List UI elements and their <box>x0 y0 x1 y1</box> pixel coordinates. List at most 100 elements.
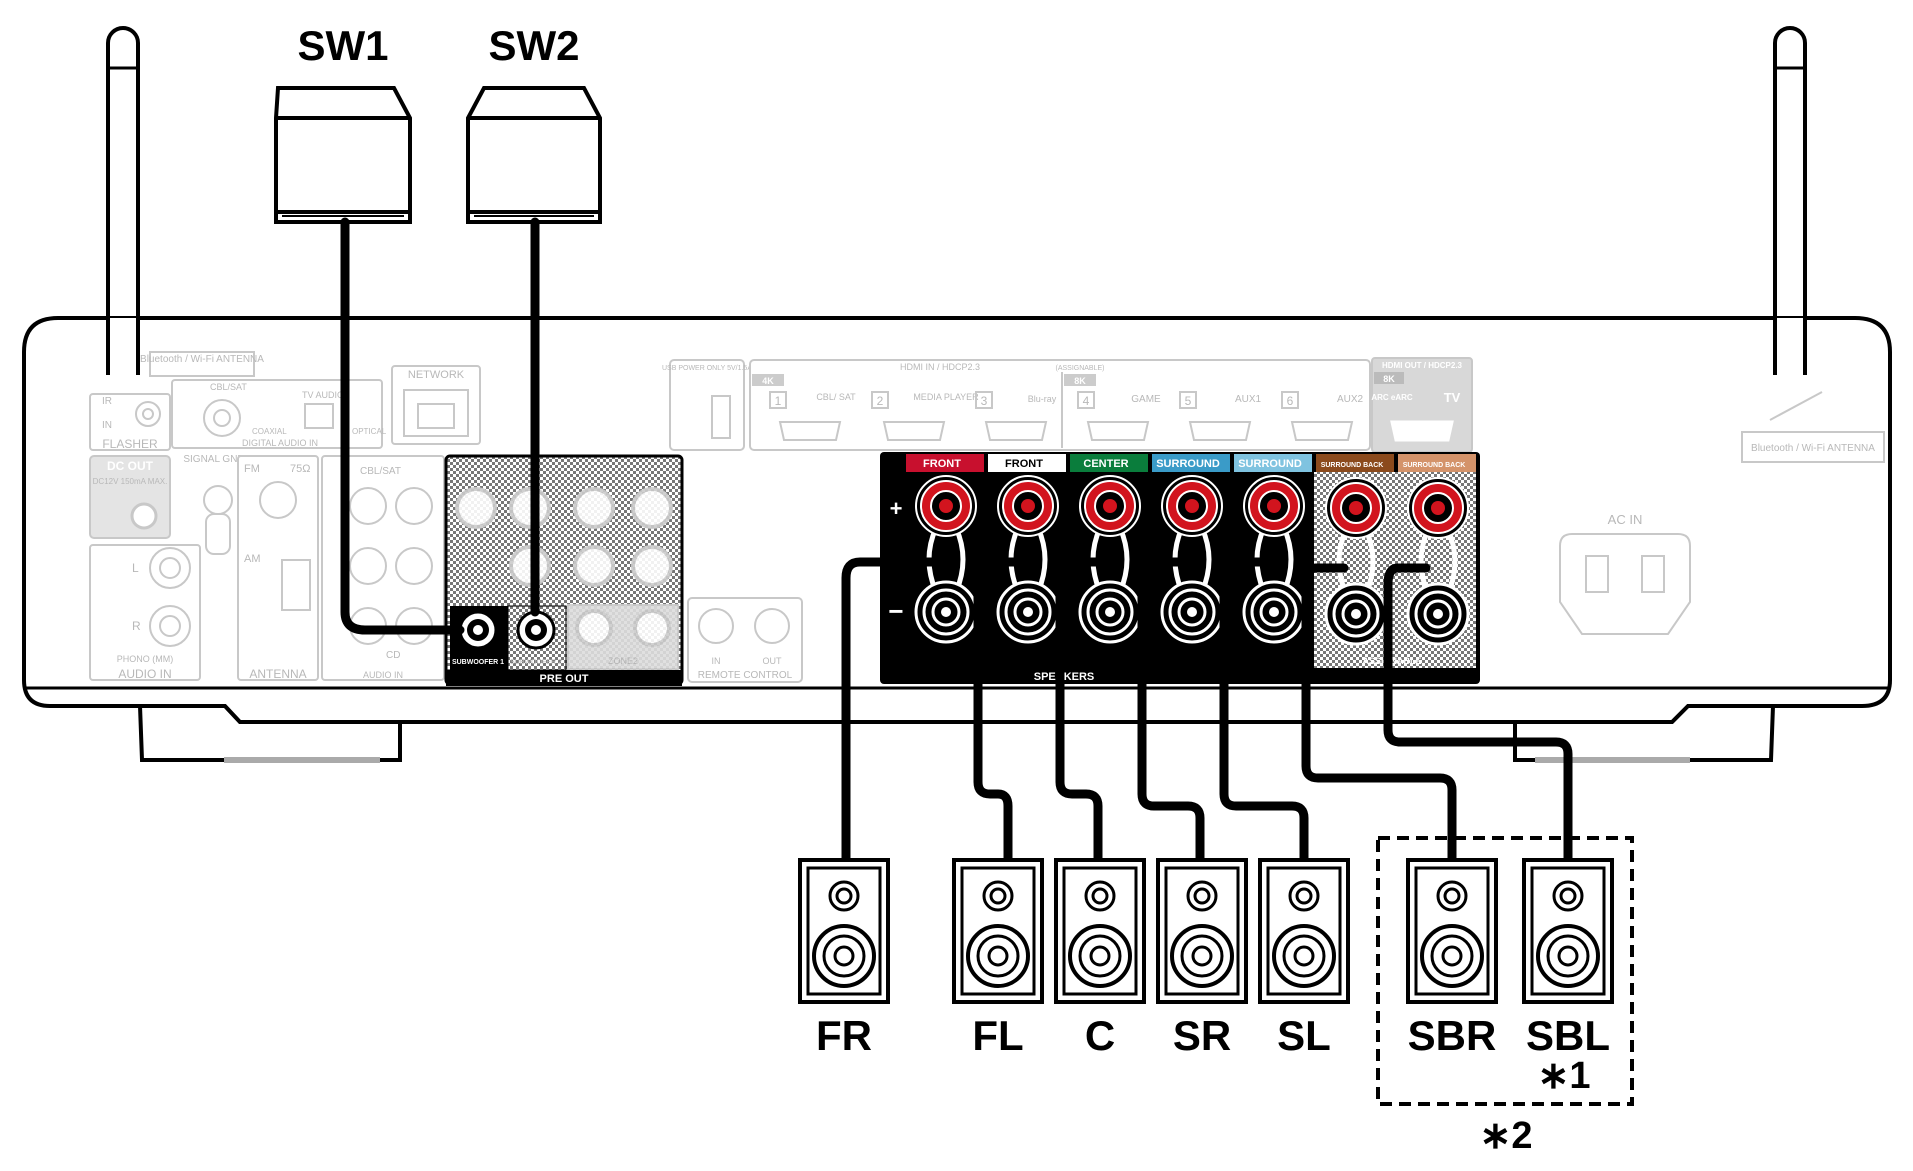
svg-text:−: − <box>888 596 903 626</box>
svg-text:Blu-ray: Blu-ray <box>1028 394 1057 404</box>
svg-text:PRE OUT: PRE OUT <box>540 673 589 685</box>
svg-text:FRONT: FRONT <box>923 458 961 470</box>
svg-text:IR: IR <box>102 396 112 407</box>
digital-audio-in-block: CBL/SAT COAXIAL TV AUDIO OPTICAL DIGITAL… <box>171 379 387 449</box>
svg-text:IN: IN <box>712 656 721 666</box>
speaker-fr-label: FR <box>816 1012 872 1059</box>
speaker-sbr <box>1406 858 1498 1004</box>
fm-am-antenna-block: FM 75Ω AM ANTENNA <box>237 455 319 681</box>
speaker-fl <box>952 858 1044 1004</box>
speaker-terminal-pair-2 <box>1078 475 1142 644</box>
hdmi-in-block: HDMI IN / HDCP2.3 (ASSIGNABLE) 4K 8K 1 C… <box>749 359 1371 451</box>
svg-text:CBL/SAT: CBL/SAT <box>360 466 401 477</box>
speaker-sbl <box>1522 858 1614 1004</box>
svg-text:REMOTE CONTROL: REMOTE CONTROL <box>698 670 793 681</box>
svg-text:5: 5 <box>1185 394 1192 408</box>
svg-text:ANTENNA: ANTENNA <box>249 667 306 681</box>
svg-text:FRONT: FRONT <box>1005 458 1043 470</box>
network-port: NETWORK <box>391 365 481 445</box>
speaker-fr <box>798 858 890 1004</box>
speaker-terminal-tab-2: CENTER <box>1070 454 1148 472</box>
svg-text:CD: CD <box>386 650 400 661</box>
svg-text:SURROUND: SURROUND <box>1238 458 1302 470</box>
speaker-sbr-label: SBR <box>1408 1012 1497 1059</box>
bluetooth-antenna-right-label: Bluetooth / Wi-Fi ANTENNA <box>1741 391 1885 463</box>
note-2-marker: ∗2 <box>1480 1115 1533 1157</box>
tweeter-icon <box>828 880 860 912</box>
speaker-sl <box>1258 858 1350 1004</box>
remote-control-jacks: IN OUT REMOTE CONTROL <box>687 597 803 683</box>
svg-text:AC IN: AC IN <box>1608 512 1643 527</box>
speaker-terminal-pair-5 <box>1324 477 1388 646</box>
speaker-terminal-pair-0 <box>914 475 978 644</box>
svg-text:AUDIO IN: AUDIO IN <box>363 670 403 680</box>
svg-text:3: 3 <box>981 394 988 408</box>
speaker-terminal-tab-6: SURROUND BACK <box>1398 454 1476 472</box>
subwoofer-2: SW2 <box>466 22 602 224</box>
subwoofer-1-label: SW1 <box>297 22 388 69</box>
speaker-sr-label: SR <box>1173 1012 1231 1059</box>
svg-text:R: R <box>132 619 141 633</box>
svg-text:DC12V 150mA MAX.: DC12V 150mA MAX. <box>93 477 168 486</box>
speaker-sl-label: SL <box>1277 1012 1331 1059</box>
svg-text:6: 6 <box>1287 394 1294 408</box>
svg-text:TV: TV <box>1444 390 1461 405</box>
speaker-terminal-tab-1: FRONT <box>988 454 1066 472</box>
speaker-terminal-pair-6 <box>1406 477 1470 646</box>
speaker-terminal-pair-4 <box>1242 475 1306 644</box>
svg-text:1: 1 <box>775 394 782 408</box>
svg-text:AM: AM <box>244 553 261 565</box>
svg-text:CBL/ SAT: CBL/ SAT <box>816 392 856 402</box>
svg-text:SURROUND BACK: SURROUND BACK <box>1321 462 1384 469</box>
svg-text:HDMI OUT / HDCP2.3: HDMI OUT / HDCP2.3 <box>1382 361 1463 370</box>
svg-text:SUBWOOFER 2: SUBWOOFER 2 <box>510 659 562 666</box>
svg-text:SURROUND BACK: SURROUND BACK <box>1403 462 1466 469</box>
speaker-cables <box>841 557 1573 865</box>
analog-audio-in-block: CBL/SAT CD AUDIO IN <box>321 455 445 681</box>
svg-text:CENTER: CENTER <box>1083 458 1128 470</box>
tweeter-icon <box>1084 880 1116 912</box>
svg-text:CBL/SAT: CBL/SAT <box>210 382 247 392</box>
svg-text:ZONE2: ZONE2 <box>608 656 638 666</box>
svg-text:OUT: OUT <box>763 656 783 666</box>
bluetooth-antenna-left-label: Bluetooth / Wi-Fi ANTENNA <box>140 351 264 377</box>
speaker-terminal-tab-4: SURROUND <box>1234 454 1312 472</box>
note-1-marker: ∗1 <box>1538 1055 1591 1097</box>
svg-text:+: + <box>890 496 903 521</box>
svg-text:L: L <box>132 561 139 575</box>
svg-text:NETWORK: NETWORK <box>408 369 465 381</box>
svg-text:USB POWER ONLY 5V/1.5A: USB POWER ONLY 5V/1.5A <box>662 365 752 372</box>
dc-out-jack: DC OUT DC12V 150mA MAX. <box>89 455 171 539</box>
pre-out-block: PRE OUT ZONE2 SUBWOOFER 1 <box>444 454 684 686</box>
subwoofer-1: SW1 <box>274 22 412 224</box>
svg-text:AUX2: AUX2 <box>1337 394 1364 405</box>
svg-text:COAXIAL: COAXIAL <box>252 427 287 436</box>
svg-text:PHONO (MM): PHONO (MM) <box>117 654 174 664</box>
svg-text:(ASSIGNABLE): (ASSIGNABLE) <box>1055 365 1104 372</box>
tweeter-icon <box>1436 880 1468 912</box>
svg-text:DC OUT: DC OUT <box>107 459 154 473</box>
svg-text:Bluetooth / Wi-Fi ANTENNA: Bluetooth / Wi-Fi ANTENNA <box>140 354 264 365</box>
subwoofer-2-output-jack: SUBWOOFER 2 <box>507 605 567 671</box>
svg-text:8K: 8K <box>1074 376 1086 386</box>
subwoofer-2-label: SW2 <box>488 22 579 69</box>
speaker-sbl-label: SBL <box>1526 1012 1610 1059</box>
svg-text:75Ω: 75Ω <box>290 463 310 475</box>
svg-text:Bluetooth / Wi-Fi ANTENNA: Bluetooth / Wi-Fi ANTENNA <box>1751 443 1875 454</box>
speaker-c-label: C <box>1085 1012 1115 1059</box>
svg-text:4K: 4K <box>762 376 774 386</box>
svg-text:4: 4 <box>1083 394 1090 408</box>
svg-text:TV AUDIO: TV AUDIO <box>302 390 344 400</box>
subwoofer-1-output-jack: SUBWOOFER 1 <box>450 606 508 670</box>
speaker-c <box>1054 858 1146 1004</box>
speaker-terminal-tab-0: FRONT <box>906 454 984 472</box>
svg-text:ARC eARC: ARC eARC <box>1371 393 1413 402</box>
svg-text:2: 2 <box>877 394 884 408</box>
svg-text:FLASHER: FLASHER <box>102 437 158 451</box>
speaker-fl-label: FL <box>972 1012 1023 1059</box>
speaker-sr <box>1156 858 1248 1004</box>
usb-power-port: USB POWER ONLY 5V/1.5A <box>662 359 752 451</box>
tweeter-icon <box>1186 880 1218 912</box>
